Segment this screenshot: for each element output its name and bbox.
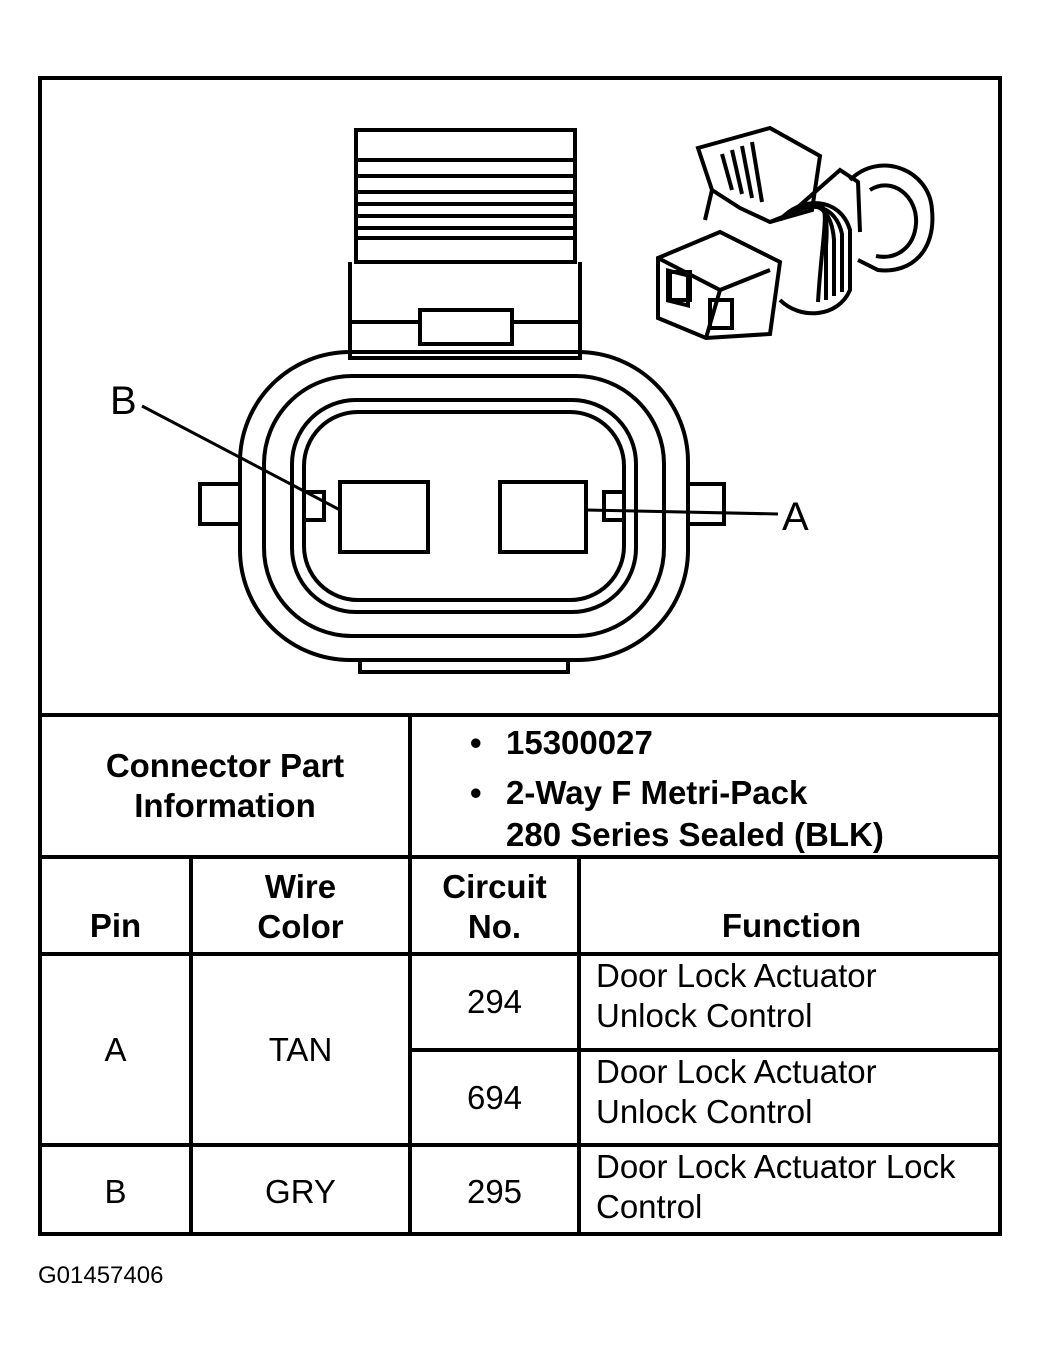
table-rule	[189, 857, 193, 1236]
header-function: Function	[721, 907, 862, 944]
pin-b: B	[104, 1172, 127, 1210]
connector-isometric-view	[656, 125, 935, 341]
function-694: Door Lock Actuator Unlock Control	[596, 1053, 877, 1130]
part-series: 280 Series Sealed (BLK)	[506, 816, 884, 853]
pin-a: A	[104, 1030, 127, 1068]
header-circuit-no: Circuit No.	[442, 868, 547, 945]
diagram-frame	[38, 76, 1002, 1236]
table-rule	[409, 1048, 1002, 1052]
connector-body	[198, 350, 726, 674]
leader-line-b	[141, 404, 341, 512]
circuit-694: 694	[466, 1078, 523, 1116]
connector-diagram: B A	[110, 125, 935, 674]
wire-gry: GRY	[265, 1172, 336, 1210]
connector-latch	[348, 128, 582, 360]
header-wire-color: Wire Color	[257, 868, 344, 945]
table-rule	[38, 713, 1002, 717]
header-pin: Pin	[89, 907, 142, 944]
pin-label-b: B	[110, 379, 137, 423]
table-rule	[38, 855, 1002, 859]
table-rule	[577, 857, 581, 1236]
table-rule	[408, 713, 412, 1236]
leader-line-a	[585, 508, 779, 516]
table-rule	[38, 952, 1002, 956]
figure-id: G01457406	[38, 1262, 164, 1289]
circuit-294: 294	[466, 983, 523, 1020]
table-rule	[38, 1143, 1002, 1147]
circuit-295: 295	[466, 1172, 523, 1210]
part-info-header-line1: Connector Part	[105, 747, 345, 784]
function-294: Door Lock Actuator Unlock Control	[596, 957, 877, 1034]
wire-tan: TAN	[268, 1030, 333, 1068]
part-number: •15300027	[470, 724, 653, 761]
part-info-header: Connector Part Information	[42, 717, 408, 855]
part-info-header-line2: Information	[134, 787, 316, 824]
part-info-list: •15300027 •2-Way F Metri-Pack 280 Series…	[470, 722, 884, 856]
function-295: Door Lock Actuator Lock Control	[596, 1148, 956, 1225]
cavity-b	[338, 480, 430, 554]
part-description: •2-Way F Metri-Pack	[470, 774, 808, 811]
pin-label-a: A	[782, 495, 809, 539]
cavity-a	[498, 480, 588, 554]
